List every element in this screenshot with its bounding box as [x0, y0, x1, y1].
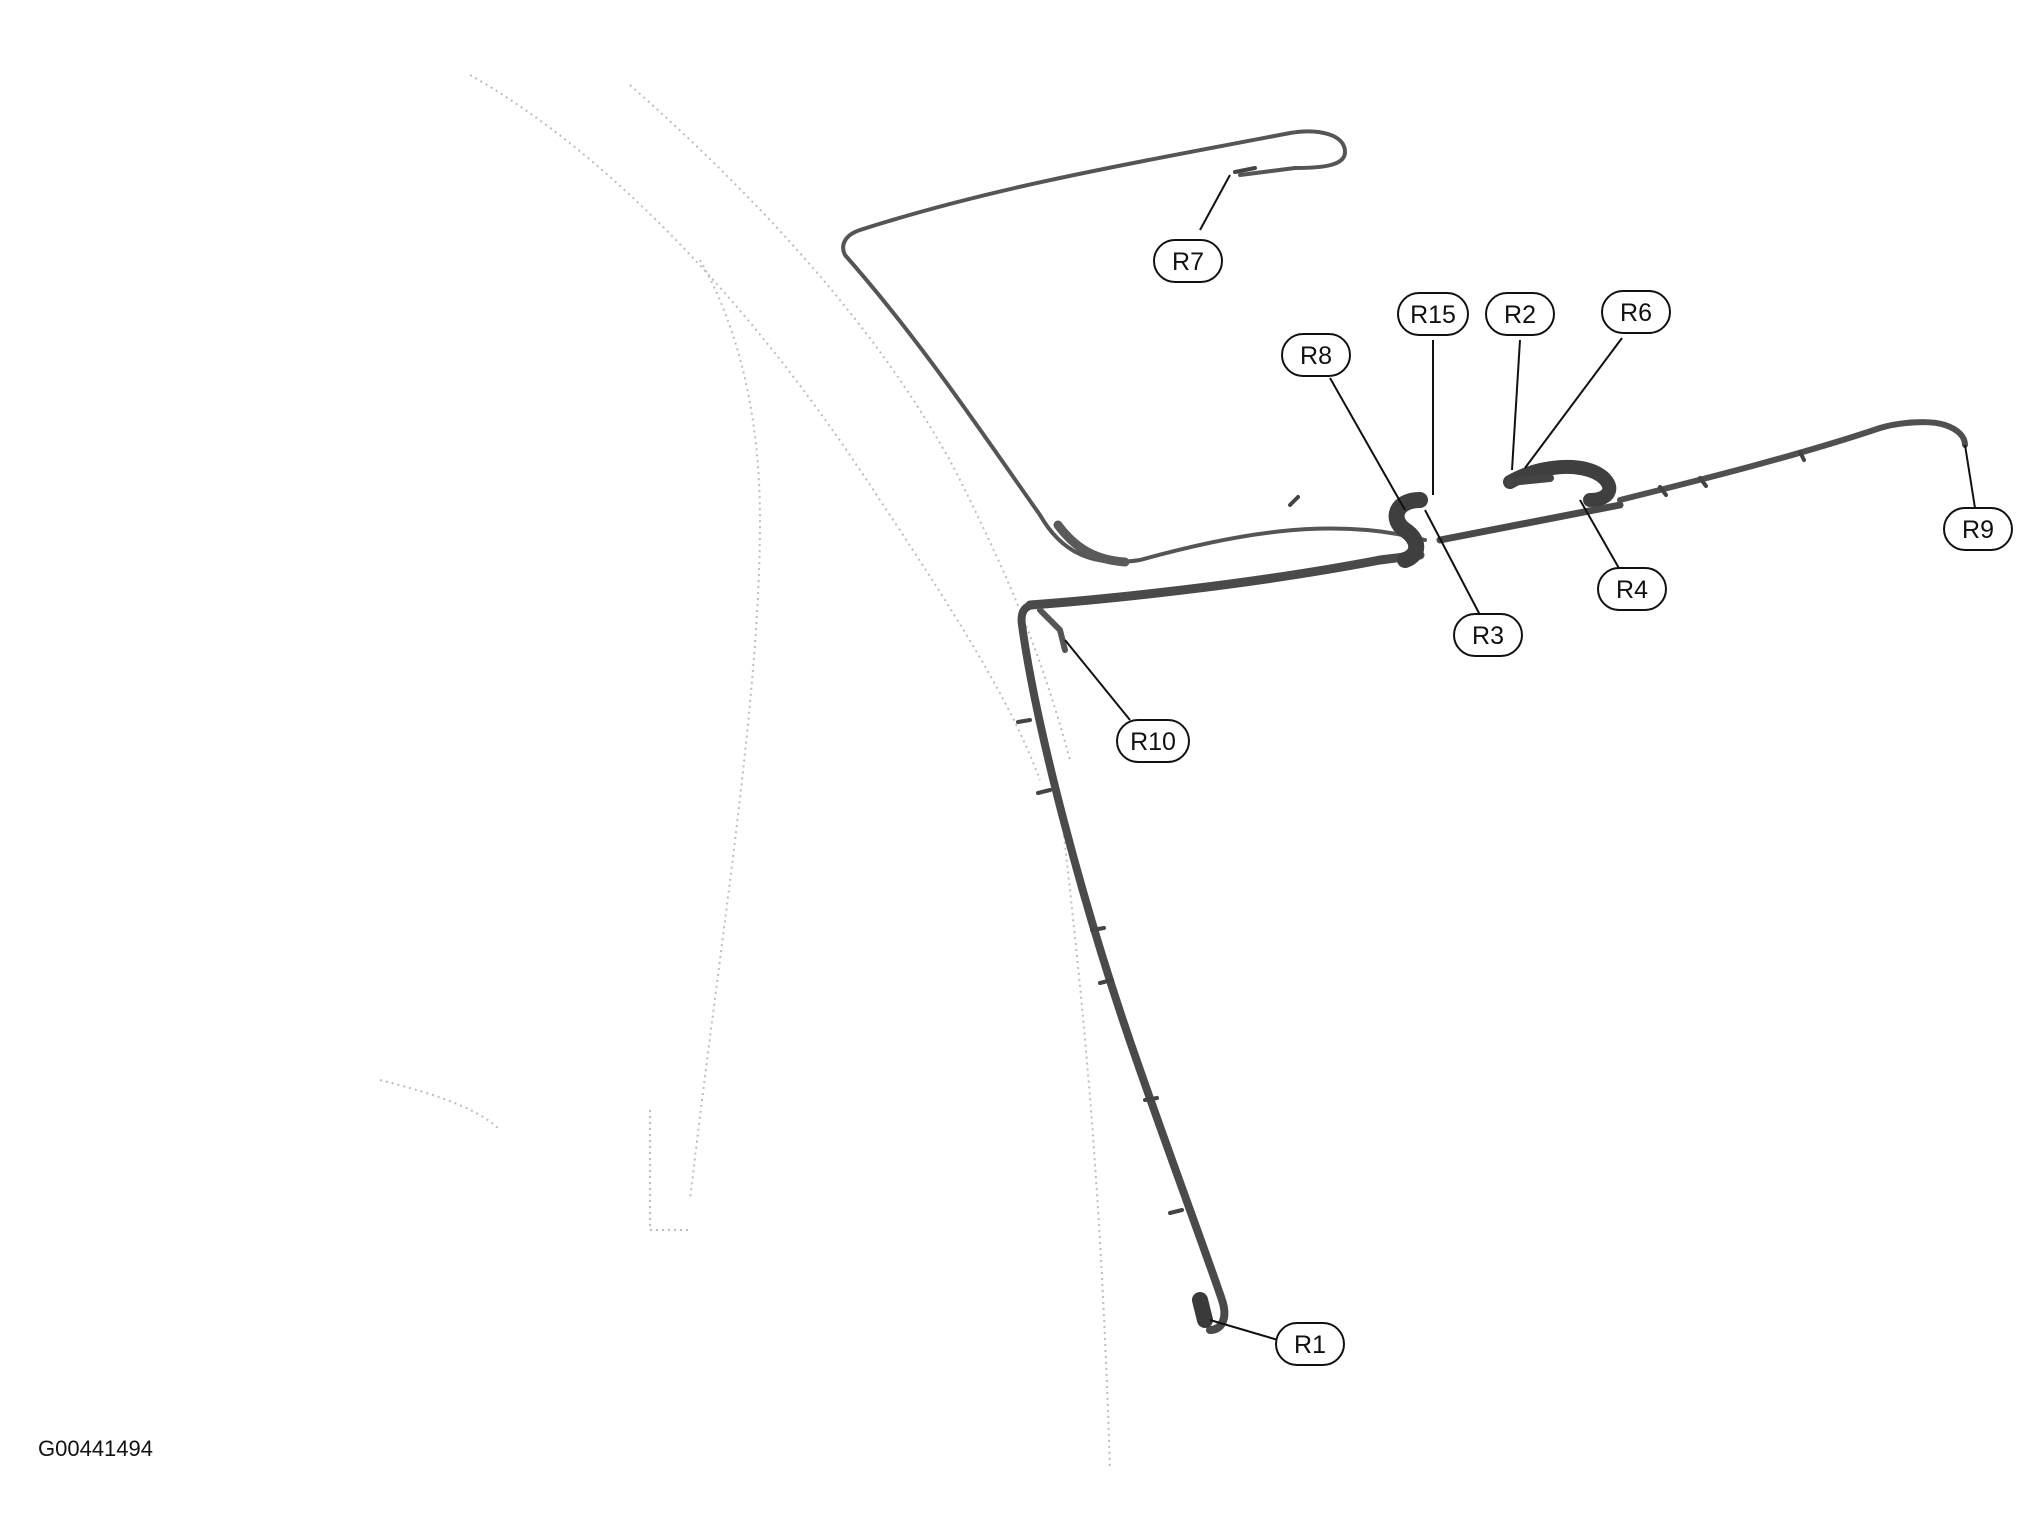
callout-r15-bubble: [1397, 292, 1469, 336]
clip: [1143, 1096, 1159, 1102]
clip: [1168, 1208, 1184, 1215]
leader-r10: [1064, 639, 1131, 721]
callout-r1-label: R1: [1294, 1331, 1326, 1359]
vehicle-body-outline: [379, 74, 1111, 1471]
harness-cluster-r6: [1503, 459, 1617, 507]
callout-r1: R1: [1275, 1322, 1345, 1366]
callout-r6-label: R6: [1620, 299, 1652, 327]
leader-r8: [1329, 377, 1406, 511]
callout-r7: R7: [1153, 239, 1223, 283]
clip: [1658, 485, 1668, 497]
callout-r4-bubble: [1597, 567, 1667, 611]
harness-clips: [1016, 166, 1806, 1215]
harness-roof-loop: [841, 129, 1427, 564]
callout-r9: R9: [1943, 507, 2013, 551]
clip: [1016, 718, 1032, 724]
body-outline-sill: [1059, 799, 1111, 1471]
leader-r2: [1511, 339, 1521, 471]
clip: [1288, 495, 1300, 507]
callout-r6: R6: [1601, 290, 1671, 334]
callout-r2-label: R2: [1504, 301, 1536, 329]
figure-id-label: G00441494: [38, 1436, 153, 1461]
callout-r8: R8: [1281, 333, 1351, 377]
callout-r3-label: R3: [1472, 622, 1504, 650]
leader-r3: [1424, 509, 1481, 616]
callout-r4-label: R4: [1616, 576, 1648, 604]
body-outline-pillar: [629, 84, 1071, 761]
callout-r3: R3: [1453, 613, 1523, 657]
body-outline-lower: [379, 1079, 501, 1131]
callout-r3-bubble: [1453, 613, 1523, 657]
callouts: R7 R15 R2 R6 R8 R9 R4 R3: [1116, 239, 2013, 1366]
callout-r1-bubble: [1275, 1322, 1345, 1366]
harness-branch-r2: [1506, 474, 1554, 486]
callout-r15-label: R15: [1410, 301, 1456, 329]
callout-r10: R10: [1116, 719, 1190, 763]
harness-far-right: [1617, 419, 1968, 503]
leader-lines: [1064, 174, 1976, 1341]
clip: [1233, 166, 1257, 174]
harness-connector-r1: [1192, 1292, 1213, 1328]
body-outline-outer: [469, 74, 1041, 781]
harness-vertical-branch: [1017, 601, 1229, 1334]
callout-r8-label: R8: [1300, 342, 1332, 370]
callout-r15: R15: [1397, 292, 1469, 336]
leader-r4: [1579, 499, 1621, 571]
leader-r6: [1524, 337, 1623, 469]
harness-right-trunk: [1436, 501, 1624, 544]
harness-junction-r3: [1388, 492, 1428, 568]
wiring-harness: [841, 129, 1968, 1334]
clip: [1090, 926, 1106, 932]
leader-r1: [1209, 1319, 1279, 1341]
body-outline-step: [649, 1110, 690, 1231]
clip: [1698, 476, 1708, 488]
callout-r7-label: R7: [1172, 248, 1204, 276]
harness-main-trunk: [1025, 550, 1425, 610]
callout-r2-bubble: [1485, 292, 1555, 336]
leader-r7: [1199, 174, 1231, 231]
callout-r6-bubble: [1601, 290, 1671, 334]
clip: [1098, 978, 1114, 985]
callout-r10-label: R10: [1130, 728, 1176, 756]
callout-r10-bubble: [1116, 719, 1190, 763]
callout-r2: R2: [1485, 292, 1555, 336]
body-outline-door: [689, 259, 762, 1201]
harness-roof-loop-thick: [1053, 520, 1130, 567]
leader-r9: [1964, 444, 1976, 509]
callout-r4: R4: [1597, 567, 1667, 611]
harness-branch-r10: [1037, 607, 1068, 653]
clip: [1798, 450, 1806, 462]
callout-r7-bubble: [1153, 239, 1223, 283]
clip: [1036, 788, 1052, 795]
callout-r9-label: R9: [1962, 516, 1994, 544]
callout-r9-bubble: [1943, 507, 2013, 551]
callout-r8-bubble: [1281, 333, 1351, 377]
